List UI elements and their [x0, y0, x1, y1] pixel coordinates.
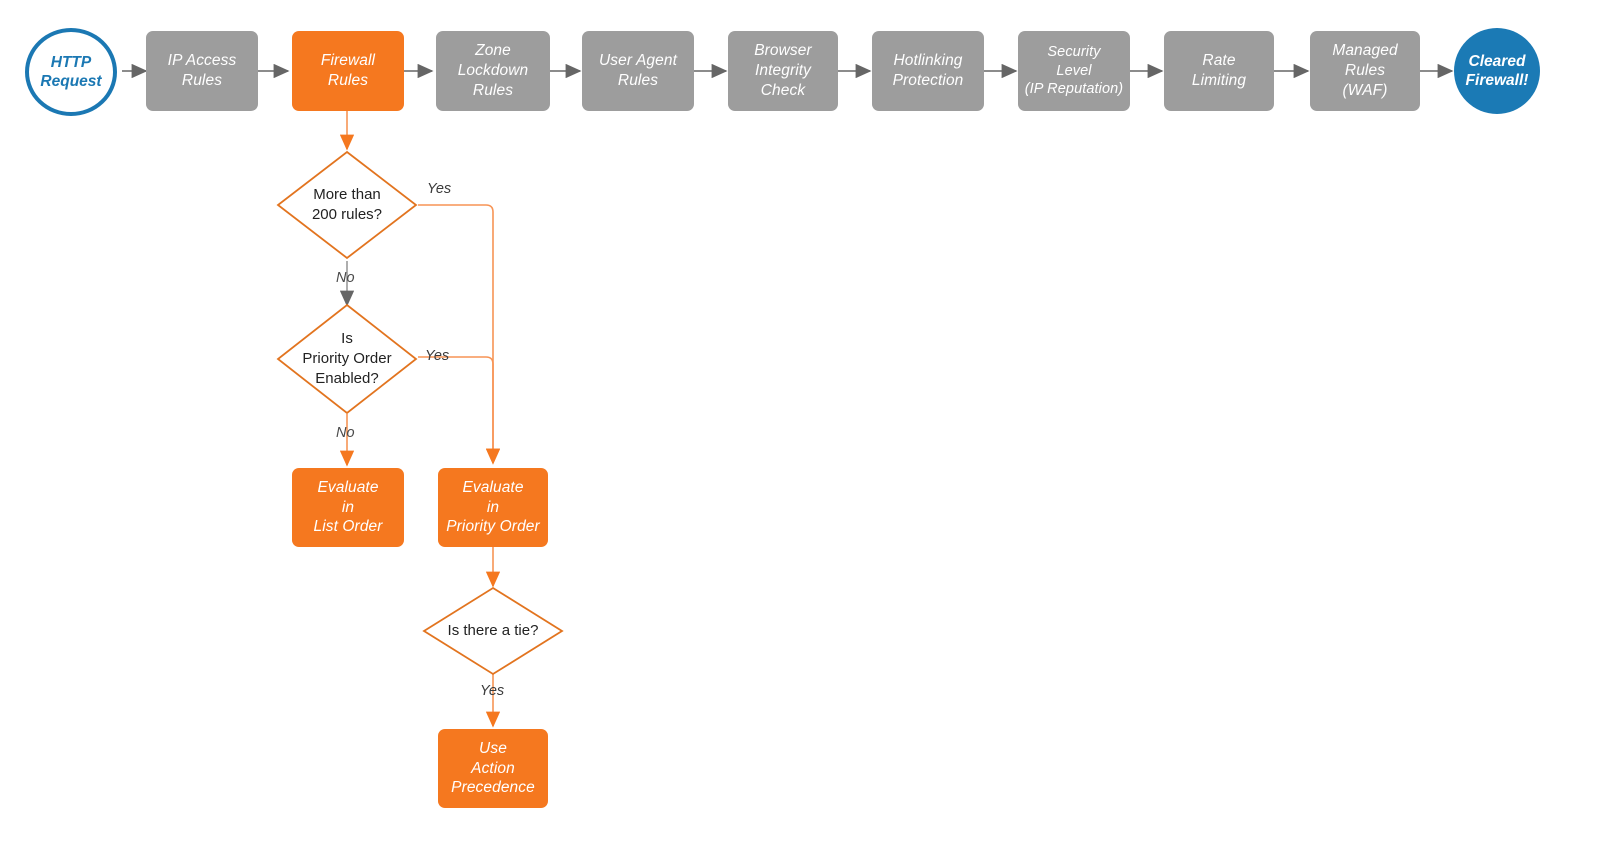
- decision-is-there-a-tie[interactable]: Is there a tie?: [422, 586, 564, 676]
- edge-label-d1-no: No: [336, 270, 355, 286]
- outcome-evaluate-priority-order[interactable]: Evaluate in Priority Order: [438, 468, 548, 547]
- node-rate-limiting[interactable]: Rate Limiting: [1164, 31, 1274, 111]
- terminator-cleared-firewall[interactable]: Cleared Firewall!: [1454, 28, 1540, 114]
- edge-label-d2-no: No: [336, 425, 355, 441]
- node-managed-rules-waf[interactable]: Managed Rules (WAF): [1310, 31, 1420, 111]
- edge-label-d1-yes: Yes: [427, 181, 452, 197]
- outcome-use-action-precedence[interactable]: Use Action Precedence: [438, 729, 548, 808]
- terminator-http-request[interactable]: HTTP Request: [25, 28, 117, 116]
- node-user-agent-rules[interactable]: User Agent Rules: [582, 31, 694, 111]
- node-firewall-rules[interactable]: Firewall Rules: [292, 31, 404, 111]
- edge-label-d3-yes: Yes: [480, 683, 505, 699]
- diamond-shape: [276, 303, 418, 415]
- node-browser-integrity-check[interactable]: Browser Integrity Check: [728, 31, 838, 111]
- node-hotlinking-protection[interactable]: Hotlinking Protection: [872, 31, 984, 111]
- diamond-shape: [276, 150, 418, 260]
- decision-more-than-200-rules[interactable]: More than 200 rules?: [276, 150, 418, 260]
- node-security-level[interactable]: Security Level (IP Reputation): [1018, 31, 1130, 111]
- decision-is-priority-order-enabled[interactable]: Is Priority Order Enabled?: [276, 303, 418, 415]
- node-ip-access-rules[interactable]: IP Access Rules: [146, 31, 258, 111]
- outcome-evaluate-list-order[interactable]: Evaluate in List Order: [292, 468, 404, 547]
- node-zone-lockdown-rules[interactable]: Zone Lockdown Rules: [436, 31, 550, 111]
- diamond-shape: [422, 586, 564, 676]
- edge-label-d2-yes: Yes: [425, 348, 450, 364]
